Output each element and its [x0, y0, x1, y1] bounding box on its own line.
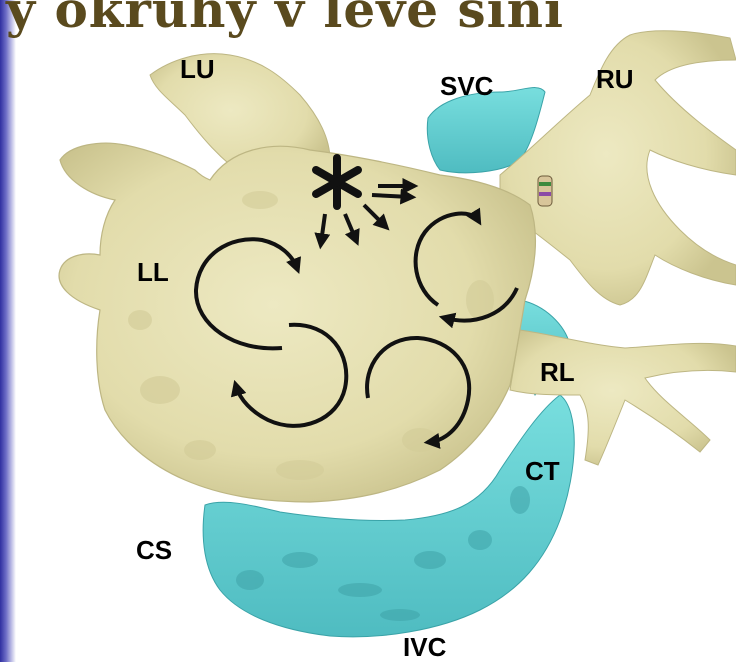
label-ct: CT — [525, 458, 560, 484]
label-ru: RU — [596, 66, 634, 92]
label-rl: RL — [540, 359, 575, 385]
catheter-icon — [538, 176, 552, 206]
label-cs: CS — [136, 537, 172, 563]
label-ivc: IVC — [403, 634, 446, 660]
label-ll: LL — [137, 259, 169, 285]
label-svc: SVC — [440, 73, 493, 99]
label-lu: LU — [180, 56, 215, 82]
